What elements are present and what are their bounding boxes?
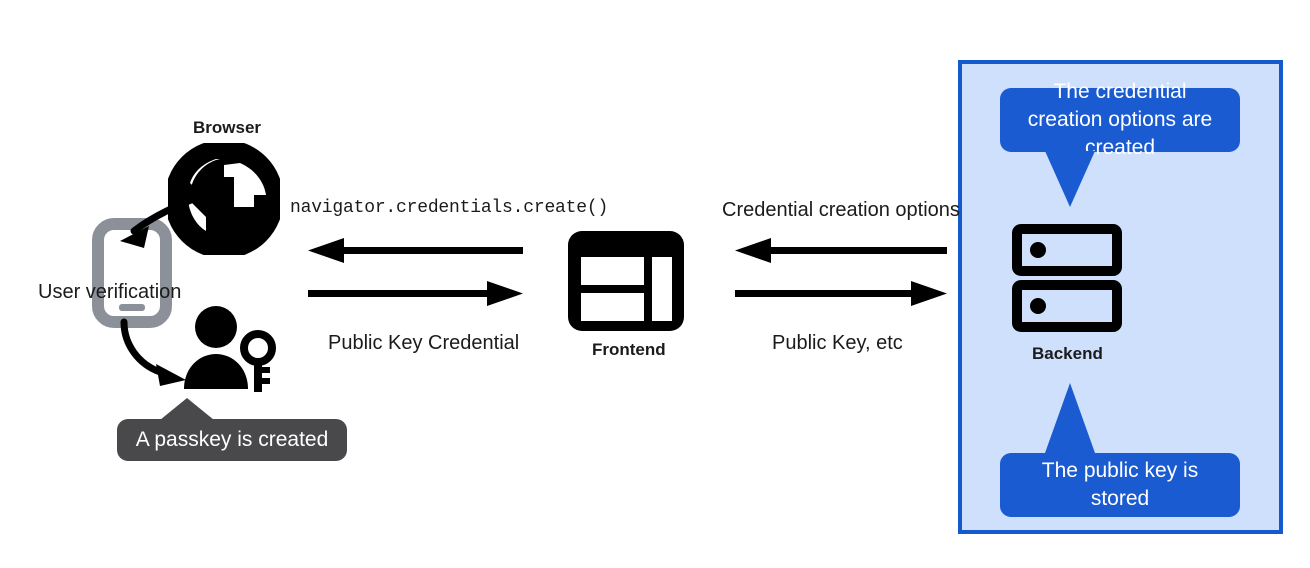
- passkey-callout-text: A passkey is created: [135, 428, 329, 451]
- layout-icon: [568, 231, 684, 331]
- navigator-create-label: navigator.credentials.create(): [290, 198, 609, 218]
- public-key-etc-label: Public Key, etc: [772, 332, 903, 354]
- public-key-stored-callout-pointer: [1045, 383, 1095, 453]
- passkey-callout: A passkey is created: [117, 419, 347, 461]
- curved-arrow-phone-to-user: [120, 318, 186, 386]
- user-with-key-icon: [184, 306, 276, 392]
- frontend-label: Frontend: [592, 340, 666, 359]
- arrow-backend-to-frontend: [735, 238, 947, 263]
- credential-creation-options-label: Credential creation options: [722, 199, 960, 221]
- globe-icon: [168, 143, 280, 255]
- browser-label: Browser: [193, 118, 262, 137]
- backend-label: Backend: [1032, 344, 1103, 363]
- public-key-stored-callout-text: The public key is stored: [1041, 459, 1199, 510]
- arrow-frontend-to-backend: [735, 281, 947, 306]
- arrow-frontend-to-browser: [308, 238, 523, 263]
- public-key-stored-callout: The public key is stored: [1000, 453, 1240, 517]
- server-rack-icon: [1012, 224, 1122, 332]
- curved-arrow-browser-to-phone: [120, 187, 216, 248]
- credential-options-callout-text: The credential creation options are crea…: [1027, 80, 1213, 159]
- smartphone-icon: [92, 218, 172, 328]
- public-key-credential-label: Public Key Credential: [328, 332, 520, 354]
- credential-options-callout-pointer: [1045, 151, 1095, 207]
- user-verification-label: User verification: [38, 281, 182, 303]
- credential-options-callout: The credential creation options are crea…: [1000, 80, 1240, 159]
- passkey-callout-pointer: [160, 398, 214, 420]
- arrow-browser-to-frontend: [308, 281, 523, 306]
